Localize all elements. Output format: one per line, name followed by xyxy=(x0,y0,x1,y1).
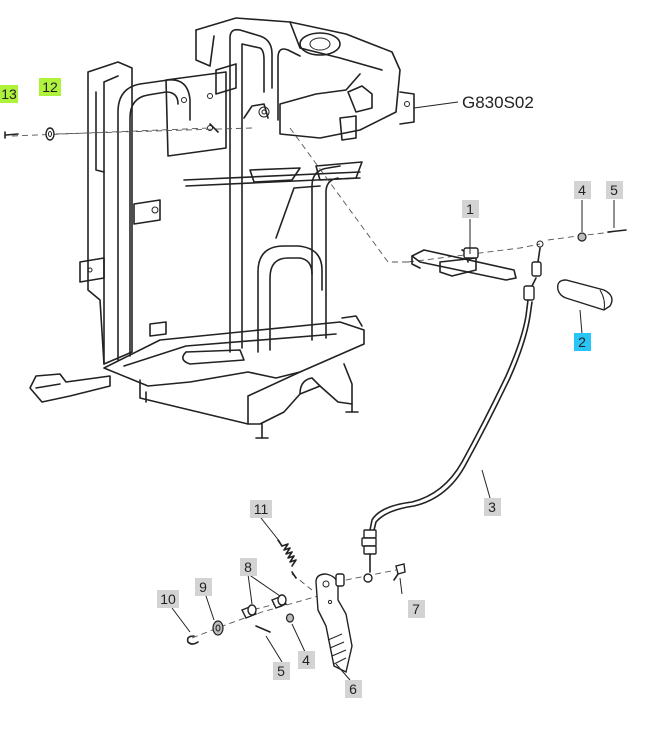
callout-box xyxy=(195,578,212,596)
callout-box xyxy=(484,498,501,516)
svg-text:9: 9 xyxy=(199,579,207,595)
reference-code: G830S02 xyxy=(462,93,534,112)
part-13-bolt xyxy=(4,131,19,139)
part-7-screw xyxy=(393,563,406,581)
part-5-pin-upper xyxy=(607,229,627,233)
callout-7[interactable]: 7 xyxy=(408,600,425,618)
svg-text:5: 5 xyxy=(610,182,618,198)
leader-lines xyxy=(171,101,615,681)
part-4-washer-lower xyxy=(285,613,295,623)
callout-12[interactable]: 12 xyxy=(39,78,61,96)
svg-text:7: 7 xyxy=(412,601,420,617)
callout-box xyxy=(240,558,257,576)
callout-2[interactable]: 2 xyxy=(574,333,591,351)
callout-10[interactable]: 10 xyxy=(157,590,179,608)
callout-box xyxy=(408,600,425,618)
svg-text:8: 8 xyxy=(244,559,252,575)
part-4-washer-upper xyxy=(577,232,587,242)
callout-box xyxy=(574,181,591,199)
callout-box xyxy=(345,680,362,698)
callout-13[interactable]: 13 xyxy=(0,85,18,103)
callout-11[interactable]: 11 xyxy=(250,500,272,518)
svg-text:2: 2 xyxy=(578,334,586,350)
part-3-cable xyxy=(361,240,544,583)
callout-3[interactable]: 3 xyxy=(484,498,501,516)
part-11-spring xyxy=(277,539,297,579)
callout-box xyxy=(298,651,315,669)
svg-text:13: 13 xyxy=(1,86,17,102)
svg-text:6: 6 xyxy=(349,681,357,697)
part-12-washer xyxy=(45,127,55,141)
callout-5-upper[interactable]: 5 xyxy=(606,181,623,199)
svg-text:12: 12 xyxy=(42,79,58,95)
svg-text:10: 10 xyxy=(160,591,176,607)
seat-frame-assembly xyxy=(29,17,415,439)
svg-text:1: 1 xyxy=(466,201,474,217)
callout-4-upper[interactable]: 4 xyxy=(574,181,591,199)
callout-box xyxy=(574,333,591,351)
callout-box xyxy=(157,590,179,608)
svg-text:5: 5 xyxy=(277,663,285,679)
callout-box xyxy=(39,78,61,96)
part-1-lever xyxy=(411,247,517,281)
callout-6[interactable]: 6 xyxy=(345,680,362,698)
callout-9[interactable]: 9 xyxy=(195,578,212,596)
callout-8[interactable]: 8 xyxy=(240,558,257,576)
svg-text:4: 4 xyxy=(578,182,586,198)
callout-box xyxy=(0,85,18,103)
callout-box xyxy=(273,662,290,680)
part-9-washer xyxy=(212,620,224,636)
part-8-bushing-b xyxy=(271,594,287,609)
part-6-pedal-arm xyxy=(315,573,353,674)
part-5-pin-lower xyxy=(255,625,271,633)
part-2-grip xyxy=(556,279,613,311)
callout-box xyxy=(250,500,272,518)
svg-text:4: 4 xyxy=(302,652,310,668)
svg-text:11: 11 xyxy=(254,501,269,517)
part-10-clip xyxy=(186,635,199,645)
callout-5-lower[interactable]: 5 xyxy=(273,662,290,680)
callout-box xyxy=(462,200,479,218)
callout-4-lower[interactable]: 4 xyxy=(298,651,315,669)
callout-1[interactable]: 1 xyxy=(462,200,479,218)
svg-text:3: 3 xyxy=(488,499,496,515)
callout-box xyxy=(606,181,623,199)
part-8-bushing-a xyxy=(241,604,257,619)
